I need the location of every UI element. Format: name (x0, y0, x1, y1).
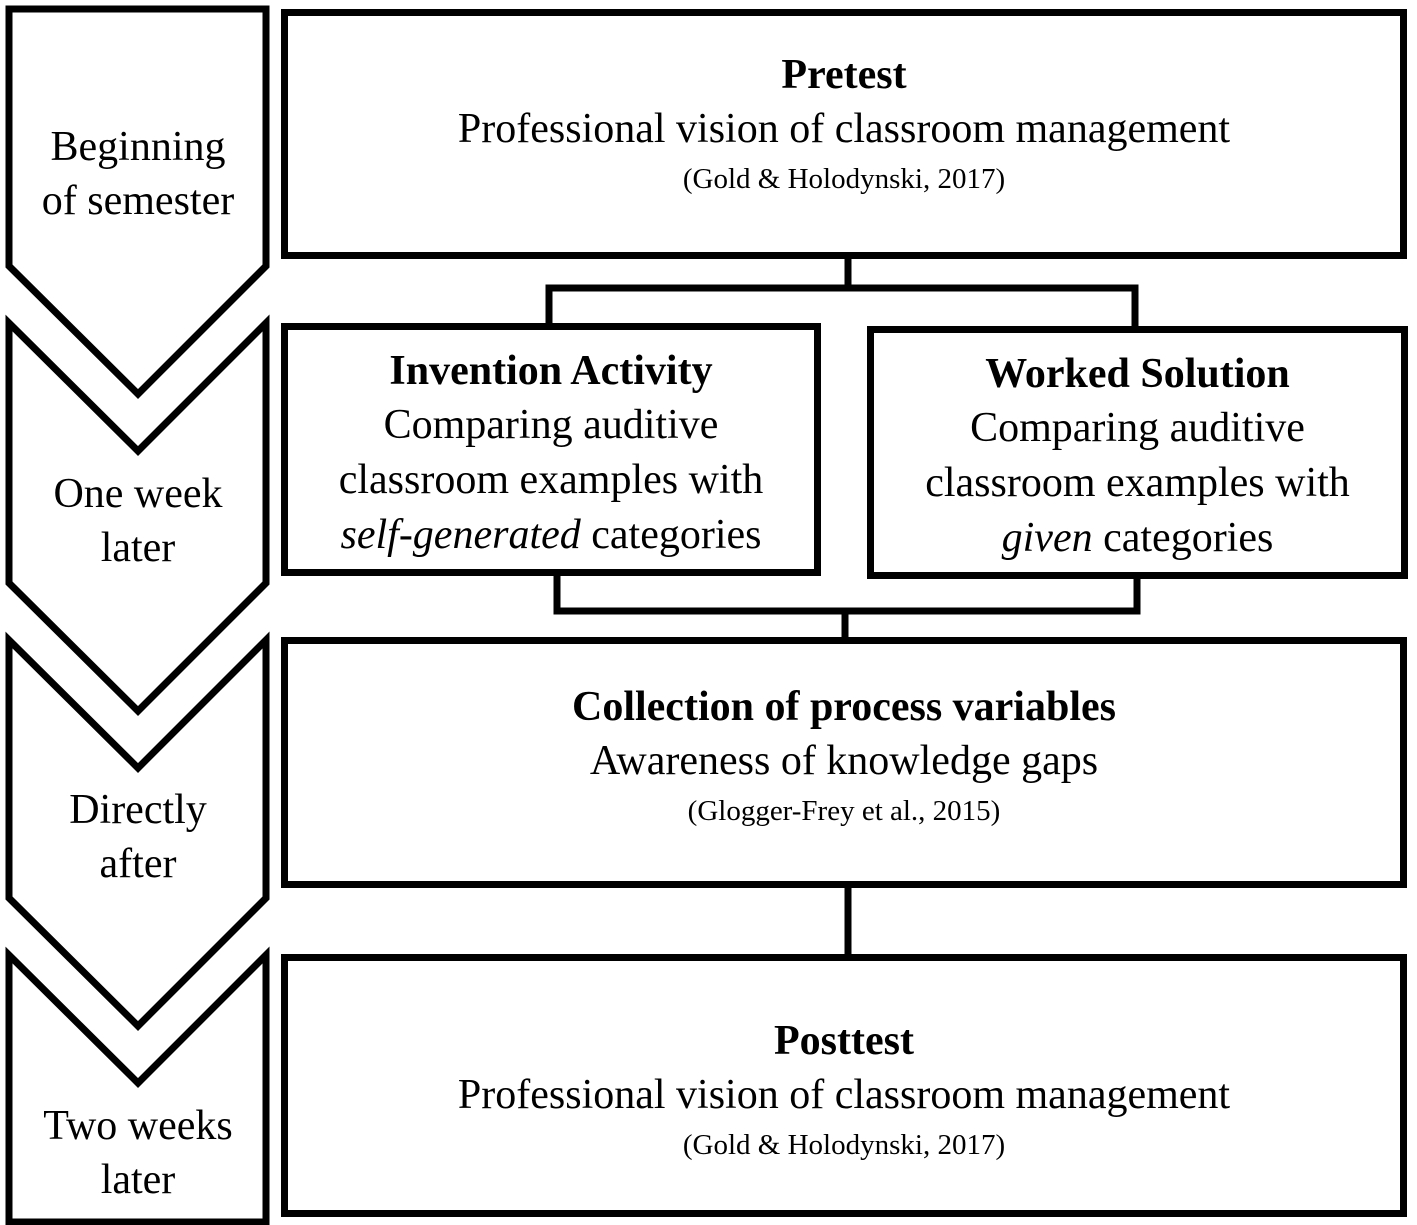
timeline-arrow-2 (5, 314, 270, 716)
pretest-citation: (Gold & Holodynski, 2017) (682, 162, 1006, 195)
posttest-description: Professional vision of classroom managem… (457, 1072, 1231, 1118)
timeline-step-one-week-later: One week later (12, 467, 264, 575)
pretest-title: Pretest (781, 51, 907, 98)
posttest-title: Posttest (774, 1018, 914, 1064)
timeline-step-line2: after (99, 841, 177, 887)
timeline-arrow-3 (5, 631, 270, 1031)
timeline-arrow-4 (5, 946, 270, 1225)
worked-solution-box: Worked Solution Comparing auditive class… (867, 326, 1408, 579)
posttest-box: Posttest Professional vision of classroo… (281, 954, 1407, 1217)
invention-activity-line2: classroom examples with (338, 457, 764, 503)
invention-activity-title: Invention Activity (389, 348, 713, 394)
collection-title: Collection of process variables (572, 684, 1116, 730)
worked-solution-line2: classroom examples with (925, 460, 1350, 506)
connector-merge-bar (553, 576, 1141, 615)
invention-activity-box: Invention Activity Comparing auditive cl… (281, 323, 821, 576)
worked-solution-line3-rest: categories (1092, 515, 1274, 561)
invention-activity-line1: Comparing auditive (383, 402, 719, 448)
invention-activity-line3: self-generated categories (341, 508, 762, 563)
timeline-arrows (5, 5, 270, 1225)
timeline-step-line1: Directly (69, 787, 207, 833)
collection-process-variables-box: Collection of process variables Awarenes… (281, 637, 1407, 888)
connectors (545, 259, 1141, 954)
posttest-citation: (Gold & Holodynski, 2017) (682, 1129, 1006, 1161)
timeline-step-line2: later (100, 525, 176, 571)
invention-activity-line3-rest: categories (580, 512, 762, 558)
timeline-step-two-weeks-later: Two weeks later (12, 1099, 264, 1207)
pretest-box: Pretest Professional vision of classroom… (281, 9, 1407, 259)
timeline-step-line1: Two weeks (43, 1103, 233, 1149)
collection-citation: (Glogger-Frey et al., 2015) (687, 795, 1001, 827)
timeline-step-beginning-of-semester: Beginning of semester (12, 120, 264, 228)
timeline-step-directly-after: Directly after (12, 783, 264, 891)
timeline-step-line1: Beginning (50, 124, 226, 170)
timeline-arrow-1 (5, 5, 270, 399)
worked-solution-title: Worked Solution (985, 351, 1290, 397)
worked-solution-line3: given categories (1002, 511, 1274, 566)
collection-description: Awareness of knowledge gaps (589, 738, 1099, 784)
worked-solution-emphasis: given (1001, 515, 1093, 561)
pretest-description: Professional vision of classroom managem… (457, 105, 1231, 152)
timeline-step-line1: One week (53, 471, 223, 517)
connector-split-bar (545, 284, 1139, 326)
invention-activity-emphasis: self-generated (340, 512, 581, 558)
timeline-step-line2: later (100, 1157, 176, 1203)
worked-solution-line1: Comparing auditive (970, 405, 1305, 451)
timeline-step-line2: of semester (41, 178, 235, 224)
